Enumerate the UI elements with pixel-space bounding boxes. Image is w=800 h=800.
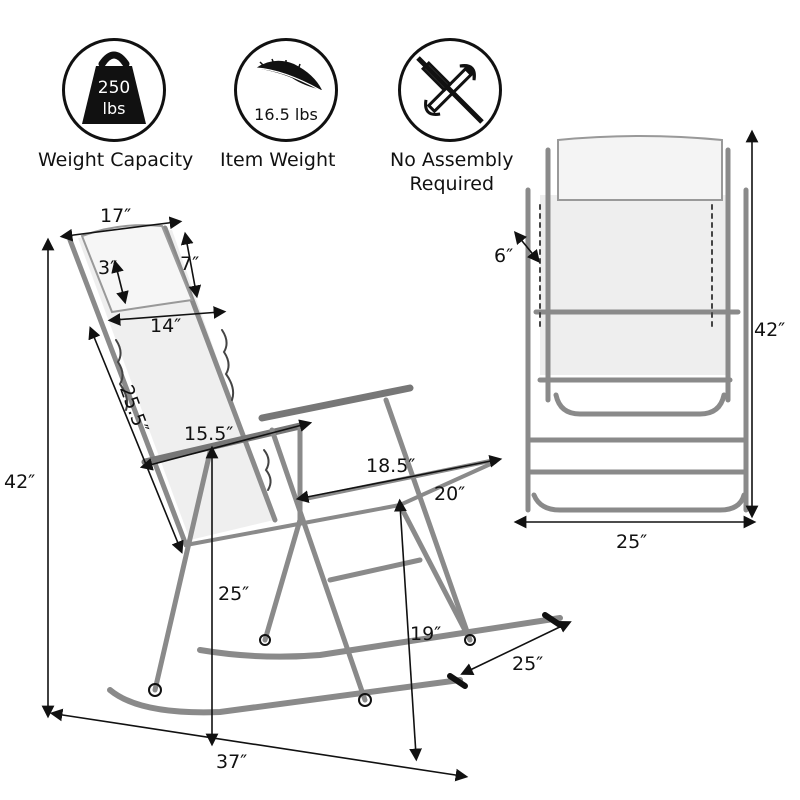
- dim-seat-width: 18.5″: [366, 455, 415, 477]
- no-assembly-caption-line2: Required: [409, 173, 495, 195]
- kettlebell-icon: 250 lbs: [82, 51, 146, 124]
- weight-capacity-value: 250: [98, 78, 130, 98]
- dim-folded-gap: 6″: [494, 245, 513, 267]
- dim-seat-height: 19″: [410, 623, 441, 645]
- item-weight-badge: 16.5 lbs: [234, 38, 338, 142]
- front-chair-frame: [525, 135, 749, 513]
- dim-headrest-height: 7″: [180, 253, 199, 275]
- no-assembly-caption-line1: No Assembly: [390, 149, 514, 171]
- no-assembly-caption: No Assembly Required: [390, 148, 513, 196]
- dim-front-width: 25″: [616, 531, 647, 553]
- dim-armrest-length: 15.5″: [184, 423, 233, 445]
- dim-front-height: 42″: [754, 319, 785, 341]
- dim-overall-height: 42″: [4, 471, 35, 493]
- front-dimension-lines: [513, 129, 759, 529]
- item-weight-caption: Item Weight: [220, 149, 336, 171]
- weight-capacity-unit: lbs: [103, 99, 126, 118]
- dim-seat-depth: 20″: [434, 483, 465, 505]
- dim-headrest-depth: 3″: [98, 257, 117, 279]
- dim-base-width: 25″: [512, 653, 543, 675]
- item-weight-value: 16.5 lbs: [254, 105, 318, 124]
- dim-base-length: 37″: [216, 751, 247, 773]
- dim-back-inner-width: 14″: [150, 315, 181, 337]
- side-chair-frame: [67, 224, 563, 716]
- dim-armrest-height: 25″: [218, 583, 249, 605]
- weight-capacity-badge: 250 lbs: [62, 38, 166, 142]
- no-tools-icon: [416, 56, 484, 124]
- feather-icon: 16.5 lbs: [254, 58, 322, 124]
- weight-capacity-caption: Weight Capacity: [38, 149, 194, 171]
- no-assembly-badge: [398, 38, 502, 142]
- side-dimension-lines: [41, 216, 572, 782]
- dim-headrest-width: 17″: [100, 205, 131, 227]
